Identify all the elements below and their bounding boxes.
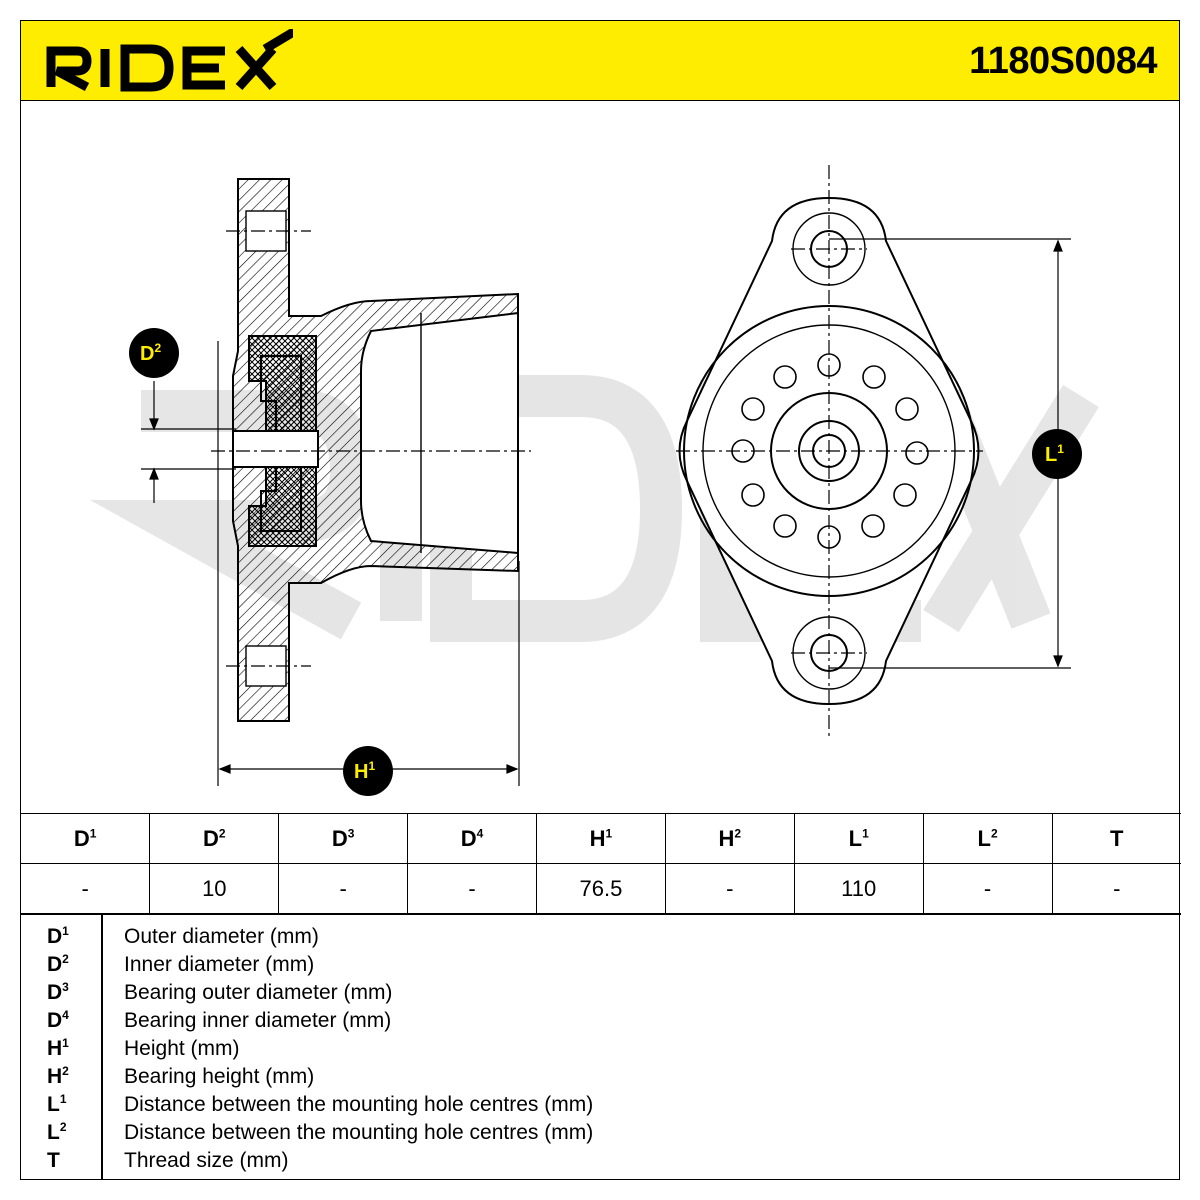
top-view — [676, 165, 1071, 737]
value-d3: - — [278, 863, 409, 914]
h1-badge: H1 — [343, 746, 393, 796]
legend: D1 Outer diameter (mm) D2 Inner diameter… — [21, 914, 1181, 1180]
header-l1: L1 — [793, 813, 924, 864]
part-number: 1180S0084 — [969, 40, 1157, 82]
d2-badge: D2 — [129, 328, 179, 378]
ridex-logo — [46, 29, 293, 92]
legend-item: D4 Bearing inner diameter (mm) — [21, 1007, 1181, 1035]
legend-item: D1 Outer diameter (mm) — [21, 923, 1181, 951]
header-bar: 1180S0084 — [21, 21, 1179, 101]
table-value-row: - 10 - - 76.5 - 110 - - — [21, 863, 1181, 914]
legend-desc: Bearing height (mm) — [124, 1065, 315, 1088]
cross-section-view — [141, 178, 531, 786]
legend-key: D1 — [47, 924, 69, 948]
legend-item: D2 Inner diameter (mm) — [21, 951, 1181, 979]
legend-desc: Inner diameter (mm) — [124, 953, 315, 976]
legend-key: H1 — [47, 1036, 69, 1060]
value-t: - — [1051, 863, 1181, 914]
dimensions-table: D1 D2 D3 D4 H1 H2 L1 L2 T - 10 - - 76.5 … — [21, 813, 1181, 914]
legend-divider — [101, 915, 103, 1180]
legend-key: D4 — [47, 1008, 69, 1032]
value-d2: 10 — [149, 863, 280, 914]
legend-desc: Outer diameter (mm) — [124, 925, 319, 948]
value-h1: 76.5 — [536, 863, 666, 914]
header-d2: D2 — [149, 813, 280, 864]
legend-item: L1 Distance between the mounting hole ce… — [21, 1091, 1181, 1119]
legend-item: L2 Distance between the mounting hole ce… — [21, 1119, 1181, 1147]
l1-badge: L1 — [1032, 429, 1082, 479]
legend-desc: Distance between the mounting hole centr… — [124, 1093, 594, 1116]
legend-key: D2 — [47, 952, 69, 976]
svg-text:D2: D2 — [140, 341, 161, 365]
legend-desc: Thread size (mm) — [124, 1149, 289, 1172]
header-d3: D3 — [278, 813, 409, 864]
header-d4: D4 — [407, 813, 537, 864]
technical-drawing: D2 H1 L1 — [89, 165, 1099, 796]
header-h2: H2 — [664, 813, 795, 864]
table-header-row: D1 D2 D3 D4 H1 H2 L1 L2 T — [21, 813, 1181, 864]
legend-desc: Height (mm) — [124, 1037, 240, 1060]
legend-desc: Bearing outer diameter (mm) — [124, 981, 393, 1004]
legend-item: H1 Height (mm) — [21, 1035, 1181, 1063]
header-h1: H1 — [536, 813, 666, 864]
header-d1: D1 — [21, 813, 151, 864]
legend-item: T Thread size (mm) — [21, 1147, 1181, 1175]
legend-item: D3 Bearing outer diameter (mm) — [21, 979, 1181, 1007]
svg-text:H1: H1 — [354, 759, 375, 783]
legend-key: L1 — [47, 1092, 67, 1116]
legend-desc: Distance between the mounting hole centr… — [124, 1121, 594, 1144]
legend-key: T — [47, 1149, 60, 1172]
value-d4: - — [407, 863, 537, 914]
value-l2: - — [922, 863, 1053, 914]
value-d1: - — [21, 863, 151, 914]
value-h2: - — [664, 863, 795, 914]
legend-item: H2 Bearing height (mm) — [21, 1063, 1181, 1091]
legend-desc: Bearing inner diameter (mm) — [124, 1009, 392, 1032]
header-l2: L2 — [922, 813, 1053, 864]
svg-text:L1: L1 — [1045, 442, 1064, 466]
value-l1: 110 — [793, 863, 924, 914]
legend-key: H2 — [47, 1064, 69, 1088]
header-t: T — [1051, 813, 1181, 864]
legend-key: D3 — [47, 980, 69, 1004]
legend-key: L2 — [47, 1120, 67, 1144]
spec-sheet: 1180S0084 — [20, 20, 1181, 1180]
